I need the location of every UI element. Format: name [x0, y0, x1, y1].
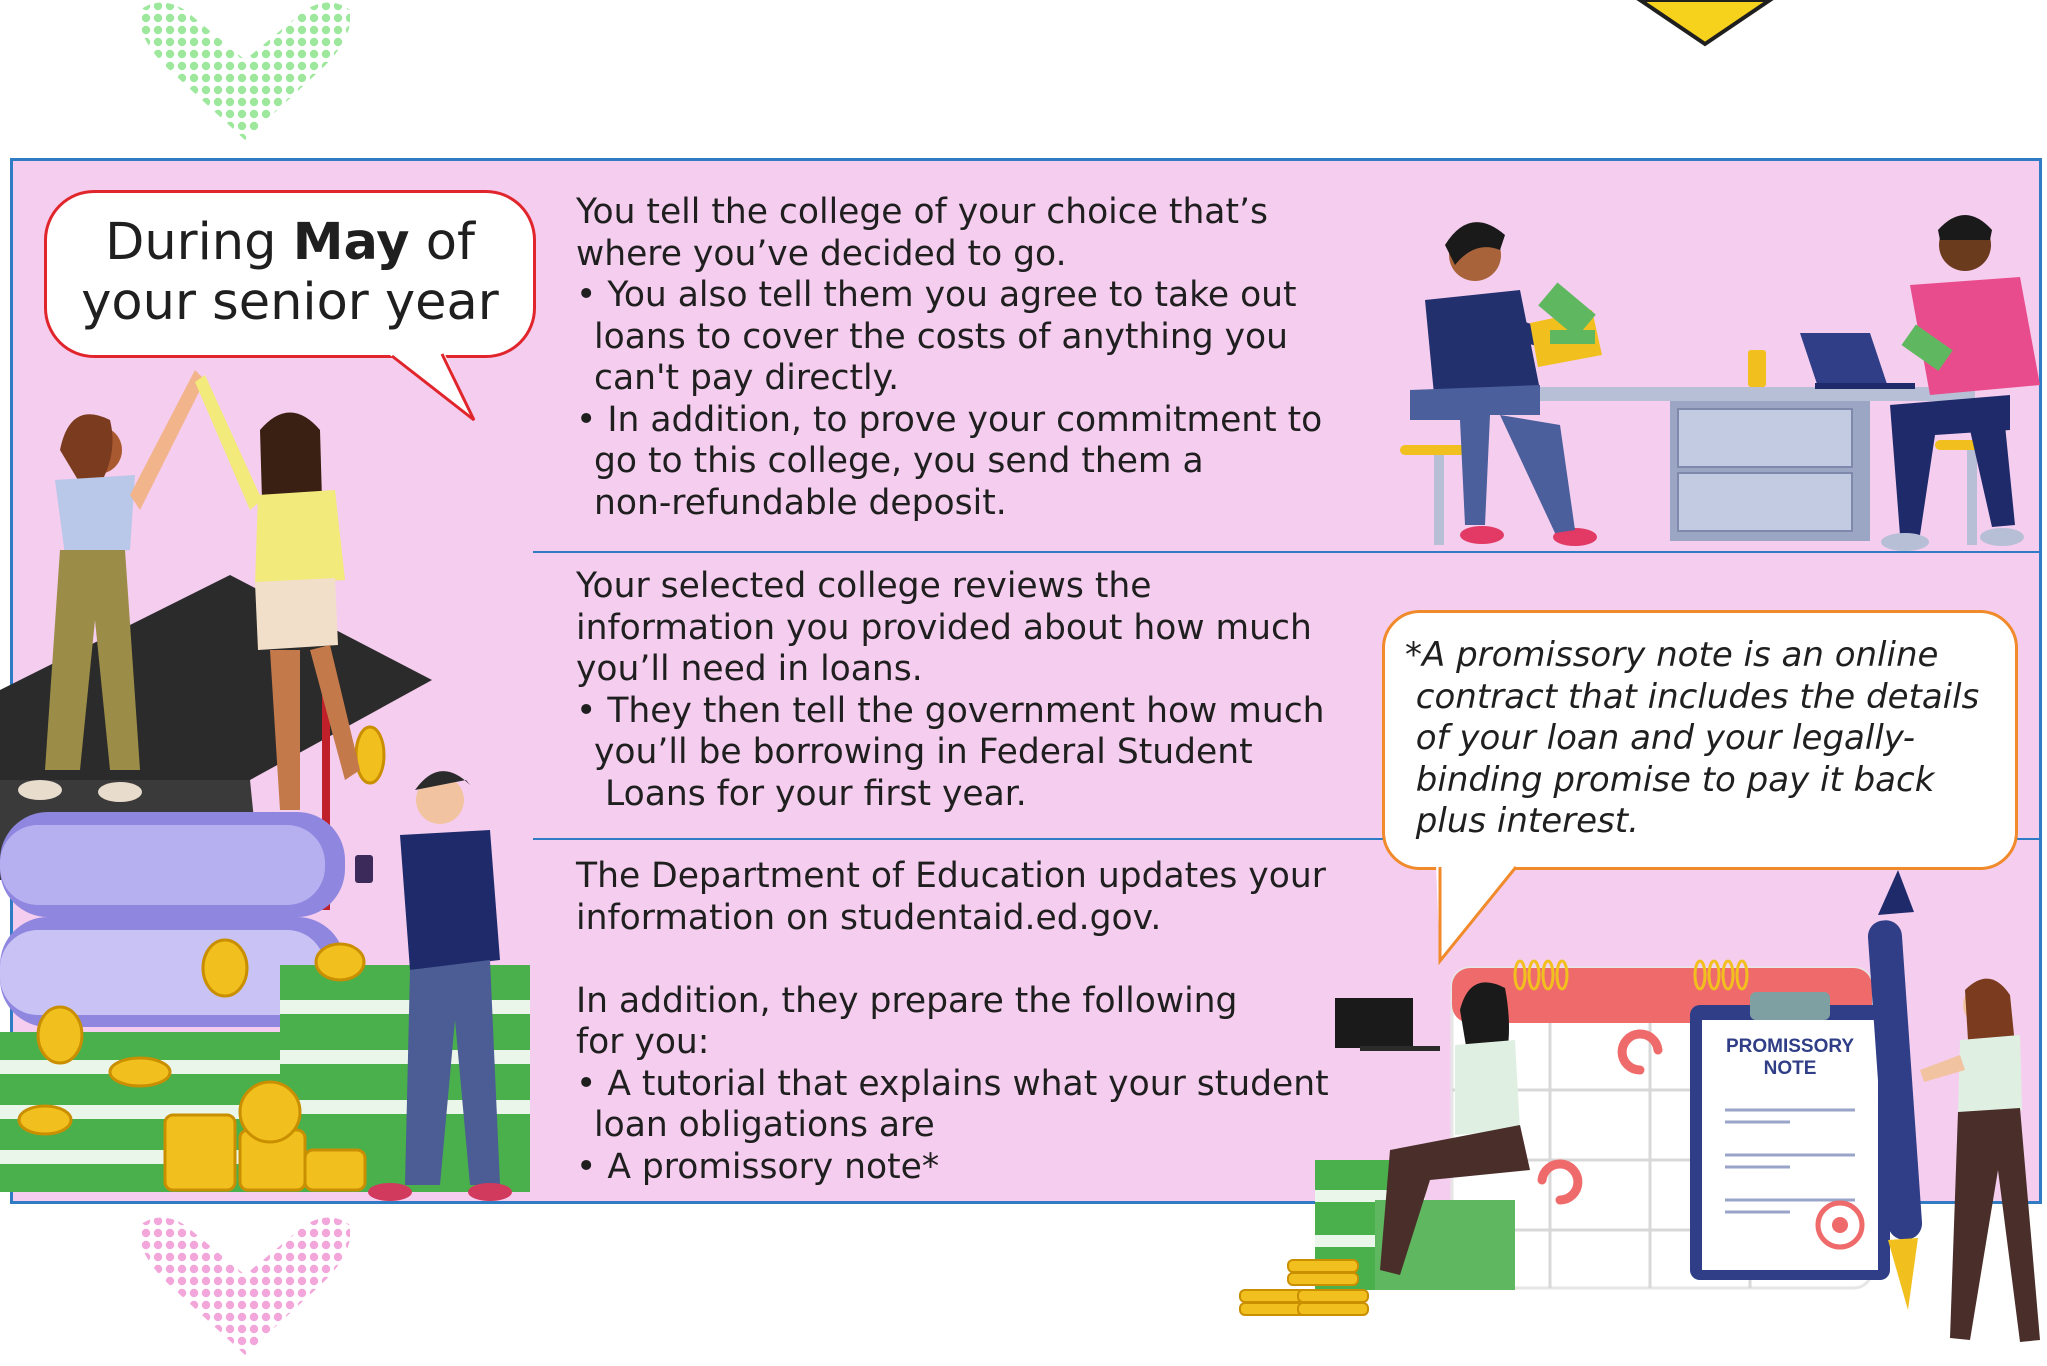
step-3-bullet-1: • A tutorial that explains what your stu…: [576, 1063, 1329, 1146]
bullet-dot: •: [576, 399, 597, 440]
promissory-note-title-line-1: PROMISSORY: [1726, 1036, 1854, 1057]
step-1: You tell the college of your choice that…: [576, 192, 1323, 523]
step-2-bullet-1: • They then tell the government how much…: [576, 690, 1325, 814]
section-divider: [533, 551, 2039, 553]
bullet-dot: •: [576, 690, 597, 731]
intro-line-2: your senior year: [81, 273, 499, 332]
promissory-note-title-line-2: NOTE: [1764, 1058, 1817, 1079]
bullet-dot: •: [576, 275, 597, 315]
bullet-dot: •: [576, 1146, 597, 1187]
footnote-bubble-tail: [1436, 865, 1518, 965]
intro-line-1: During May of: [105, 213, 475, 272]
month-highlight: May: [292, 213, 410, 272]
intro-bubble-tail: [386, 352, 476, 422]
college-deposit-illustration: [1400, 215, 2040, 551]
graduation-celebration-illustration: [0, 370, 530, 1201]
step-2: Your selected college reviews the inform…: [576, 566, 1325, 814]
footnote-speech-bubble: *A promissory note is an online contract…: [1382, 610, 2018, 870]
section-divider: [533, 838, 2039, 840]
step-3: The Department of Education updates your…: [576, 856, 1329, 1187]
step-1-bullet-2: • In addition, to prove your commitment …: [576, 399, 1323, 523]
pink-dotted-heart-decoration: [140, 1217, 350, 1355]
promissory-note-illustration: PROMISSORY NOTE: [1239, 870, 2040, 1342]
step-3-bullet-2: • A promissory note*: [576, 1146, 940, 1187]
green-dotted-heart-decoration: [140, 2, 350, 140]
bullet-dot: •: [576, 1063, 597, 1104]
intro-speech-bubble: During May of your senior year: [44, 190, 536, 358]
step-1-bullet-1: • You also tell them you agree to take o…: [576, 275, 1297, 398]
yellow-sign-icon: [1636, 0, 1774, 47]
